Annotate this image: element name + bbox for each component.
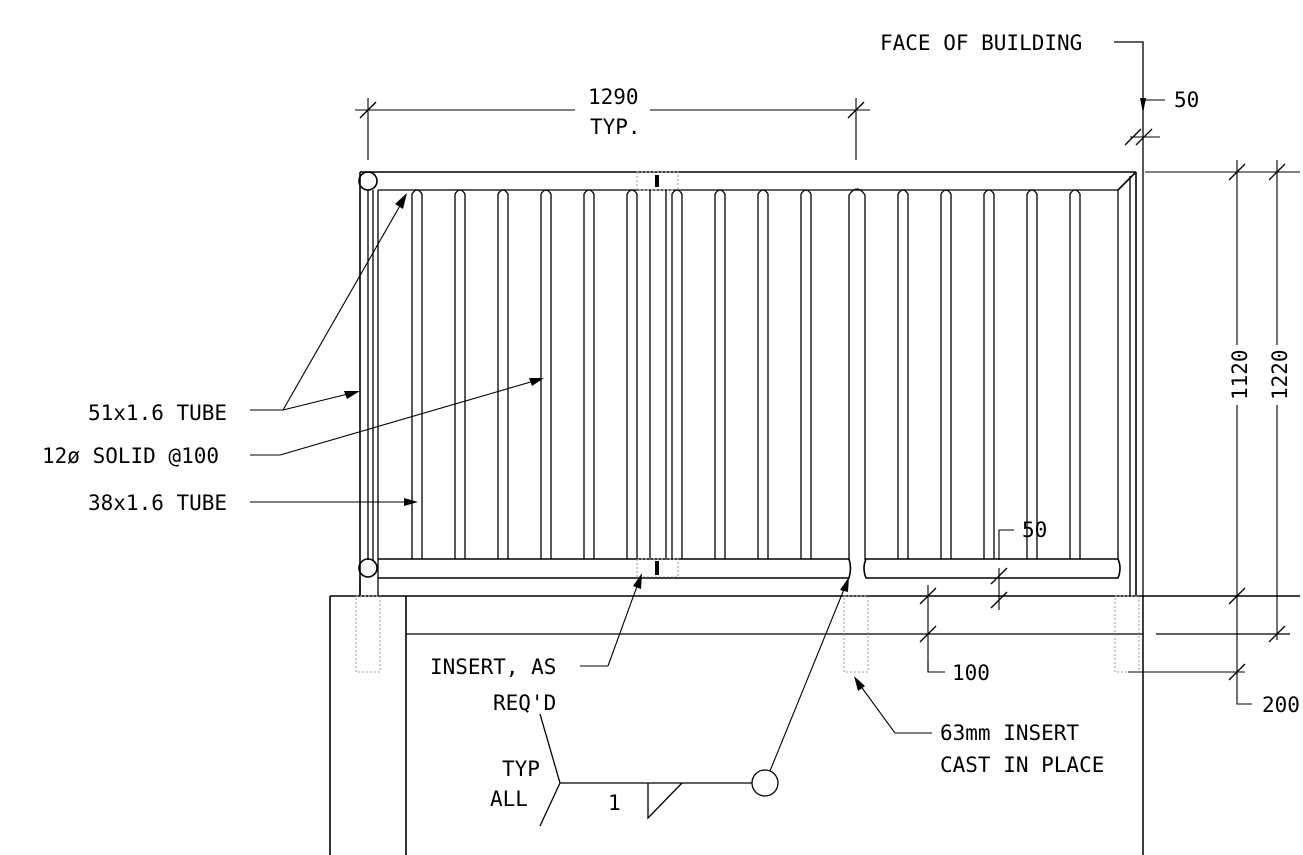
cast-label-line1: 63mm INSERT	[940, 721, 1079, 745]
railing-frame	[358, 171, 1137, 596]
span-1290-dimension: 1290 TYP.	[355, 85, 870, 160]
slab-100-text: 100	[952, 661, 990, 685]
tube-51-label: 51x1.6 TUBE	[88, 401, 227, 425]
solid-12-label: 12ø SOLID @100	[42, 444, 219, 468]
span-typ-text: TYP.	[590, 115, 641, 139]
height-dimensions: 1120 1220 200	[1128, 160, 1300, 717]
tube-38-label: 38x1.6 TUBE	[88, 491, 227, 515]
weld-typ-text: TYP	[502, 757, 540, 781]
insert-label-line1: INSERT, AS	[430, 655, 556, 679]
balusters	[411, 189, 1081, 559]
callout-solid-12: 12ø SOLID @100	[42, 378, 544, 468]
face-of-building-line	[1114, 41, 1144, 855]
gap-50-text: 50	[1022, 518, 1047, 542]
weld-all-text: ALL	[490, 787, 528, 811]
weld-size-text: 1	[608, 791, 621, 815]
callout-insert: INSERT, AS REQ'D	[430, 573, 642, 715]
span-1290-text: 1290	[588, 85, 639, 109]
face-of-building-label: FACE OF BUILDING	[880, 31, 1082, 55]
slab-100-dimension: 100	[919, 585, 990, 685]
callout-tube-51: 51x1.6 TUBE	[88, 193, 407, 425]
depth-200-text: 200	[1262, 693, 1300, 717]
callout-cast-insert: 63mm INSERT CAST IN PLACE	[854, 676, 1104, 777]
concrete-slab	[329, 595, 1300, 855]
callout-tube-38: 38x1.6 TUBE	[88, 491, 418, 515]
offset-50-dimension: 50	[1124, 88, 1199, 146]
height-1220-text: 1220	[1268, 349, 1292, 400]
insert-label-line2: REQ'D	[493, 691, 556, 715]
weld-symbol: TYP ALL 1	[490, 577, 849, 827]
cast-label-line2: CAST IN PLACE	[940, 753, 1104, 777]
height-1120-text: 1120	[1228, 349, 1252, 400]
offset-50-text: 50	[1174, 88, 1199, 112]
